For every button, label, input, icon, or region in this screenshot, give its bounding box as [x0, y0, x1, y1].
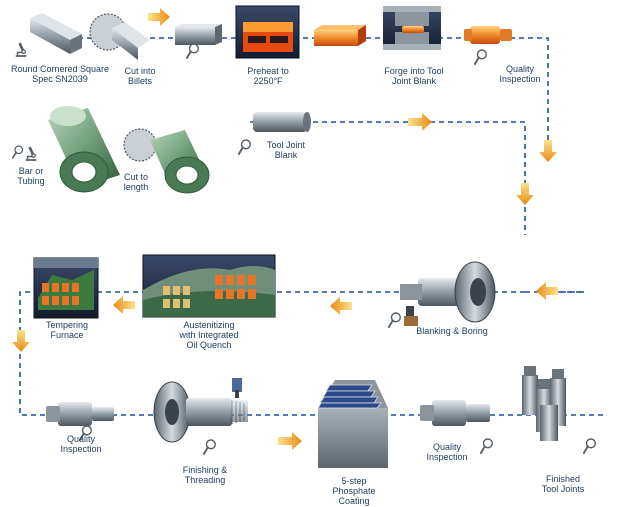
magnifier-icon [238, 139, 252, 155]
inspection-icons [12, 41, 597, 455]
austenitizing-furnace-graphic [142, 254, 276, 318]
forged-blank-graphic [464, 26, 512, 44]
tube-saw-graphic [123, 128, 210, 194]
square-bar-graphic [30, 13, 82, 54]
label-quality-inspection-top: Quality Inspection [499, 64, 541, 84]
saw-billet-graphic [89, 13, 150, 60]
arrow-left-icon [113, 296, 135, 314]
label-austenitizing: Austenitizing with Integrated Oil Quench [179, 320, 239, 350]
magnifier-icon [186, 43, 200, 59]
preheat-furnace-graphic [235, 5, 300, 59]
tube-bar-graphic [48, 106, 120, 193]
arrow-left-icon [330, 297, 352, 315]
label-quality-inspection-left: Quality Inspection [60, 434, 102, 454]
magnifier-icon [474, 49, 488, 65]
arrow-left-icon [536, 282, 558, 300]
boring-machine-graphic [400, 261, 496, 326]
magnifier-icon [583, 438, 597, 454]
arrow-right-icon [148, 8, 170, 26]
magnifier-icon [480, 438, 494, 454]
magnifier-icon [12, 145, 24, 159]
finished-joints-graphic [522, 366, 566, 441]
arrow-down-icon [12, 330, 30, 352]
tempering-furnace-graphic [33, 257, 99, 319]
hot-billet-graphic [314, 25, 366, 46]
microscope-icon [25, 145, 37, 162]
label-cut-into-billets: Cut into Billets [124, 66, 156, 86]
arrow-down-icon [539, 140, 557, 162]
flow-arrows [12, 8, 558, 450]
phosphate-tanks-graphic [317, 380, 388, 468]
flow-lines [19, 37, 605, 416]
microscope-icon [15, 41, 27, 58]
billet-graphic [175, 24, 222, 45]
label-quality-inspection-right: Quality Inspection [426, 442, 468, 462]
label-round-cornered-square: Round Cornered Square Spec SN2039 [10, 64, 110, 84]
threading-lathe-graphic [153, 378, 248, 443]
label-bar-or-tubing: Bar or Tubing [17, 166, 45, 186]
label-finished: Finished Tool Joints [541, 474, 585, 494]
label-tool-joint-blank: Tool Joint Blank [266, 140, 306, 160]
label-preheat: Preheat to 2250°F [247, 66, 289, 86]
inspection-part-left-graphic [46, 402, 114, 426]
label-finishing-threading: Finishing & Threading [182, 465, 228, 485]
forge-press-graphic [383, 6, 441, 50]
inspection-part-right-graphic [420, 400, 490, 426]
magnifier-icon [203, 439, 217, 455]
label-cut-to-length: Cut to length [123, 172, 149, 192]
magnifier-icon [388, 312, 402, 328]
label-forge: Forge into Tool Joint Blank [384, 66, 444, 86]
arrow-down-icon [516, 183, 534, 205]
arrow-right-icon [278, 432, 302, 450]
tube-blank-graphic [253, 112, 311, 132]
arrow-right-icon [408, 113, 432, 131]
label-tempering-furnace: Tempering Furnace [45, 320, 89, 340]
label-blanking-boring: Blanking & Boring [416, 326, 488, 336]
label-phosphate: 5-step Phosphate Coating [332, 476, 376, 506]
